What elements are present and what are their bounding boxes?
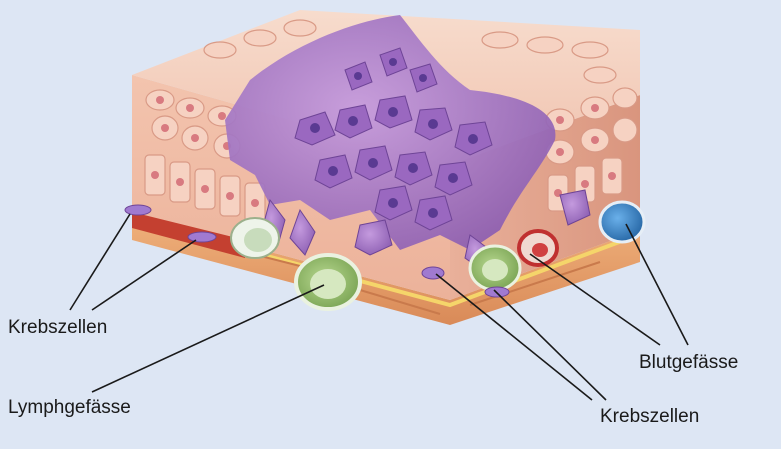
label-cancer-cells-right: Krebszellen — [600, 407, 699, 426]
blood-vessel-vein — [600, 202, 644, 242]
label-cancer-cells-left: Krebszellen — [8, 318, 107, 337]
label-lymph-vessels: Lymphgefässe — [8, 398, 131, 417]
lymph-vessel-right — [470, 246, 520, 290]
lymph-vessel-left — [231, 218, 279, 258]
label-blood-vessels: Blutgefässe — [639, 353, 738, 372]
lymph-vessel-front — [296, 255, 360, 309]
